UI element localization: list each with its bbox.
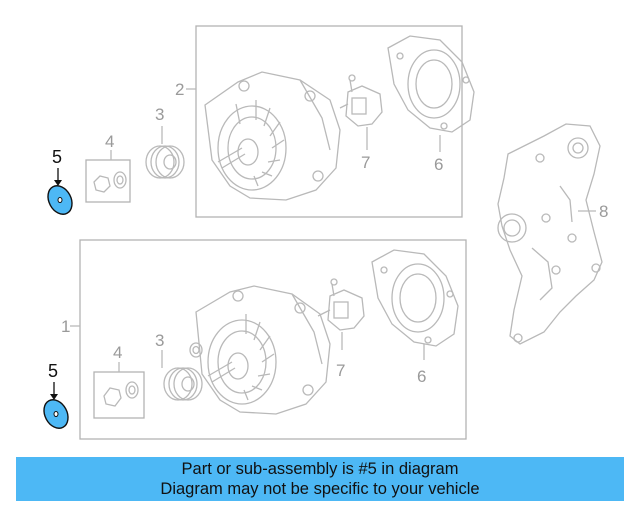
bottom-assembly-box bbox=[79, 239, 467, 440]
callout-8: 8 bbox=[599, 202, 608, 221]
parts-diagram: 2 7 6 bbox=[39, 25, 608, 440]
bottom-nut-kit bbox=[103, 381, 139, 407]
callout-6-bottom: 6 bbox=[417, 367, 426, 386]
mounting-bracket bbox=[497, 123, 603, 345]
top-nut-kit bbox=[93, 171, 127, 193]
banner-line-2: Diagram may not be specific to your vehi… bbox=[160, 480, 480, 498]
bottom-regulator bbox=[317, 278, 365, 331]
callout-3: 3 bbox=[155, 105, 164, 124]
info-banner: Part or sub-assembly is #5 in diagram Di… bbox=[16, 457, 624, 501]
callout-3-bottom: 3 bbox=[155, 331, 164, 350]
bottom-housing bbox=[371, 249, 459, 347]
top-nut-kit-box bbox=[85, 159, 131, 203]
top-assembly-box bbox=[195, 25, 463, 218]
callout-7-bottom: 7 bbox=[336, 361, 345, 380]
top-alternator bbox=[204, 71, 341, 201]
bottom-seal-washer-highlighted[interactable] bbox=[39, 396, 73, 433]
bottom-alternator bbox=[195, 285, 331, 415]
callout-5-bottom: 5 bbox=[48, 361, 58, 381]
top-seal-washer-highlighted[interactable] bbox=[43, 182, 77, 219]
callout-6: 6 bbox=[434, 155, 443, 174]
top-pulley bbox=[145, 145, 185, 179]
callout-4: 4 bbox=[105, 132, 114, 151]
callout-7: 7 bbox=[361, 153, 370, 172]
banner-line-1: Part or sub-assembly is #5 in diagram bbox=[181, 460, 459, 478]
bottom-pulley bbox=[163, 342, 203, 401]
callout-4-bottom: 4 bbox=[113, 343, 122, 362]
callout-5-top: 5 bbox=[52, 147, 62, 167]
callout-1: 1 bbox=[61, 317, 70, 336]
top-housing bbox=[387, 35, 475, 133]
callout-2: 2 bbox=[175, 80, 184, 99]
top-regulator bbox=[339, 74, 383, 127]
